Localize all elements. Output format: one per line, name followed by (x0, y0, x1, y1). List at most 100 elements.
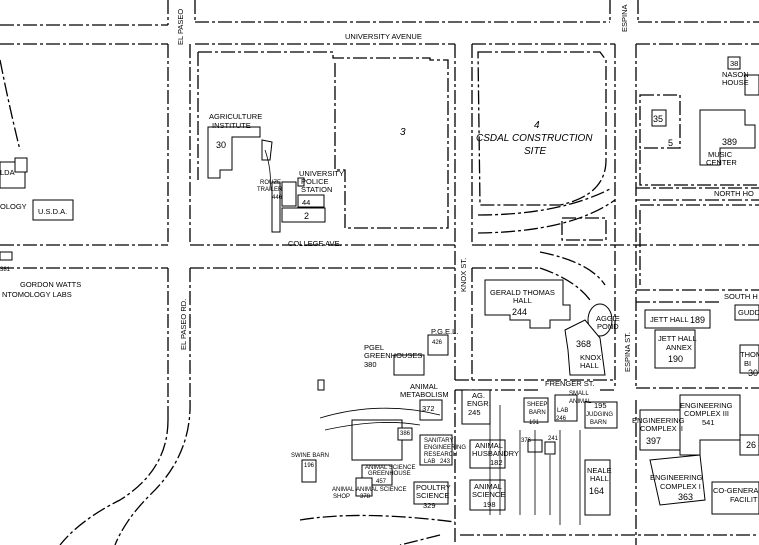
building-outlines (0, 56, 759, 516)
label-south-h: SOUTH H (724, 292, 758, 301)
judging-label-1: JUDGING (586, 412, 613, 418)
aggie-label-2: POND (597, 322, 619, 331)
label-college-ave: COLLEGE AVE. (288, 239, 342, 248)
usda-label: U.S.D.A. (38, 207, 67, 216)
sanitary-label-1: SANITARY (424, 438, 453, 444)
swine-label: SWINE BARN (291, 453, 329, 459)
lot-labels: 3 4 CSDAL CONSTRUCTION SITE 2 5 (304, 120, 673, 221)
animet-label-1: ANIMAL (410, 382, 438, 391)
ology-label: OLOGY (0, 202, 27, 211)
thom-number: 30 (748, 368, 758, 378)
gerald-number: 244 (512, 307, 527, 317)
eng3-number: 541 (702, 418, 715, 427)
music-label-2: CENTER (706, 158, 737, 167)
trailer-label-2: TRAILER (257, 187, 283, 193)
label-el-paseo-top: EL PASEO (176, 9, 185, 45)
sanitary-label-2: ENGINEERING (424, 445, 466, 451)
judging-number: 195 (594, 401, 607, 410)
eng2-label-2: COMPLEX II (640, 424, 683, 433)
detail-lines (264, 149, 581, 525)
poultry-label-1: POULTRY (416, 483, 451, 492)
police-label-3: STATION (301, 185, 332, 194)
label-university-avenue: UNIVERSITY AVENUE (345, 32, 422, 41)
pgel-gh-label-1: PGEL (364, 343, 384, 352)
nason-number: 38 (730, 59, 738, 68)
music-number: 389 (722, 137, 737, 147)
thom-label-2: BI (744, 359, 751, 368)
sheep-label-1: SHEEP (527, 402, 547, 408)
label-espina-st: ESPINA ST. (623, 332, 632, 372)
poultry-label-2: SCIENCE (416, 491, 449, 500)
gerald-label-2: HALL (513, 296, 532, 305)
agriculture-number: 30 (216, 140, 226, 150)
eng2-number: 397 (646, 436, 661, 446)
as2-number: 378 (360, 494, 371, 500)
jettannex-label-1: JETT HALL (658, 334, 697, 343)
num-26: 26 (746, 440, 756, 450)
gordon-label-2: NTOMOLOGY LABS (2, 290, 72, 299)
label-el-paseo-rd: EL PASEO RD. (179, 299, 188, 350)
sheep-number: 191 (529, 420, 540, 426)
small-label-2: ANIMAL (569, 399, 592, 405)
ansci-label-2: SCIENCE (472, 490, 505, 499)
shop-label-2: SHOP (333, 494, 350, 500)
aggie-label-1: AGGIE (596, 314, 620, 323)
animet-label-2: METABOLISM (400, 390, 449, 399)
sanitary-label-4: LAB (424, 459, 435, 465)
music-label-1: MUSIC (708, 150, 733, 159)
thom-label: THOM (740, 350, 759, 359)
small-label-3: LAB (557, 408, 568, 414)
neale-label-2: HALL (590, 474, 609, 483)
knox-label-1: KNOX (580, 353, 601, 362)
neale-label-1: NEALE (587, 466, 612, 475)
judging-label-2: BARN (590, 420, 607, 426)
sanitary-label-3: RESEARCH (424, 452, 457, 458)
agengr-number: 245 (468, 408, 481, 417)
lot-csdal: CSDAL CONSTRUCTION (476, 133, 593, 144)
neale-number: 164 (589, 486, 604, 496)
num-35: 35 (653, 114, 663, 124)
trailer-number: 446 (272, 195, 283, 201)
num-381: 381 (0, 267, 11, 273)
nason-label-1: NASON (722, 70, 749, 79)
eng3-label-1: ENGINEERING (680, 401, 733, 410)
knox-number: 368 (576, 339, 591, 349)
jett-label: JETT HALL (650, 315, 689, 324)
poultry-number: 329 (423, 501, 436, 510)
sanitary-number: 243 (440, 459, 451, 465)
gerald-label-1: GERALD THOMAS (490, 288, 555, 297)
nason-label-2: HOUSE (722, 78, 749, 87)
cogen-label-2: FACILIT (730, 495, 758, 504)
husbandry-label-2: HUSBANDRY (472, 449, 519, 458)
lot-2: 2 (304, 211, 309, 221)
num-386: 386 (400, 431, 411, 437)
small-number: 246 (556, 416, 567, 422)
jettannex-number: 190 (668, 354, 683, 364)
lda-label: LDA (0, 168, 15, 177)
gudd-label: GUDD (738, 308, 759, 317)
num-376: 376 (521, 438, 532, 444)
label-north-ho: NORTH HO (714, 189, 754, 198)
swine-number: 196 (304, 463, 315, 469)
as2-label: ANIMAL SCIENCE (356, 487, 406, 493)
pgel-gh-number: 380 (364, 360, 377, 369)
animet-number: 372 (422, 404, 435, 413)
num-241: 241 (548, 436, 559, 442)
small-label-1: SMALL (569, 391, 589, 397)
label-knox-st: KNOX ST. (459, 258, 468, 292)
husbandry-label-1: ANIMAL (475, 441, 503, 450)
police-label-1: UNIVERSITY (299, 169, 344, 178)
police-label-2: POLICE (301, 177, 329, 186)
ansci-number: 198 (483, 500, 496, 509)
police-number: 44 (302, 198, 310, 207)
jettannex-label-2: ANNEX (666, 343, 692, 352)
sheep-label-2: BARN (529, 410, 546, 416)
eng3-label-2: COMPLEX III (684, 409, 729, 418)
cogen-label-1: CO-GENERA (713, 486, 758, 495)
asgh-number: 457 (376, 479, 387, 485)
husbandry-number: 182 (490, 458, 503, 467)
asgh-label-2: GREENHOUSE (368, 471, 411, 477)
eng1-label-2: COMPLEX I (660, 482, 701, 491)
